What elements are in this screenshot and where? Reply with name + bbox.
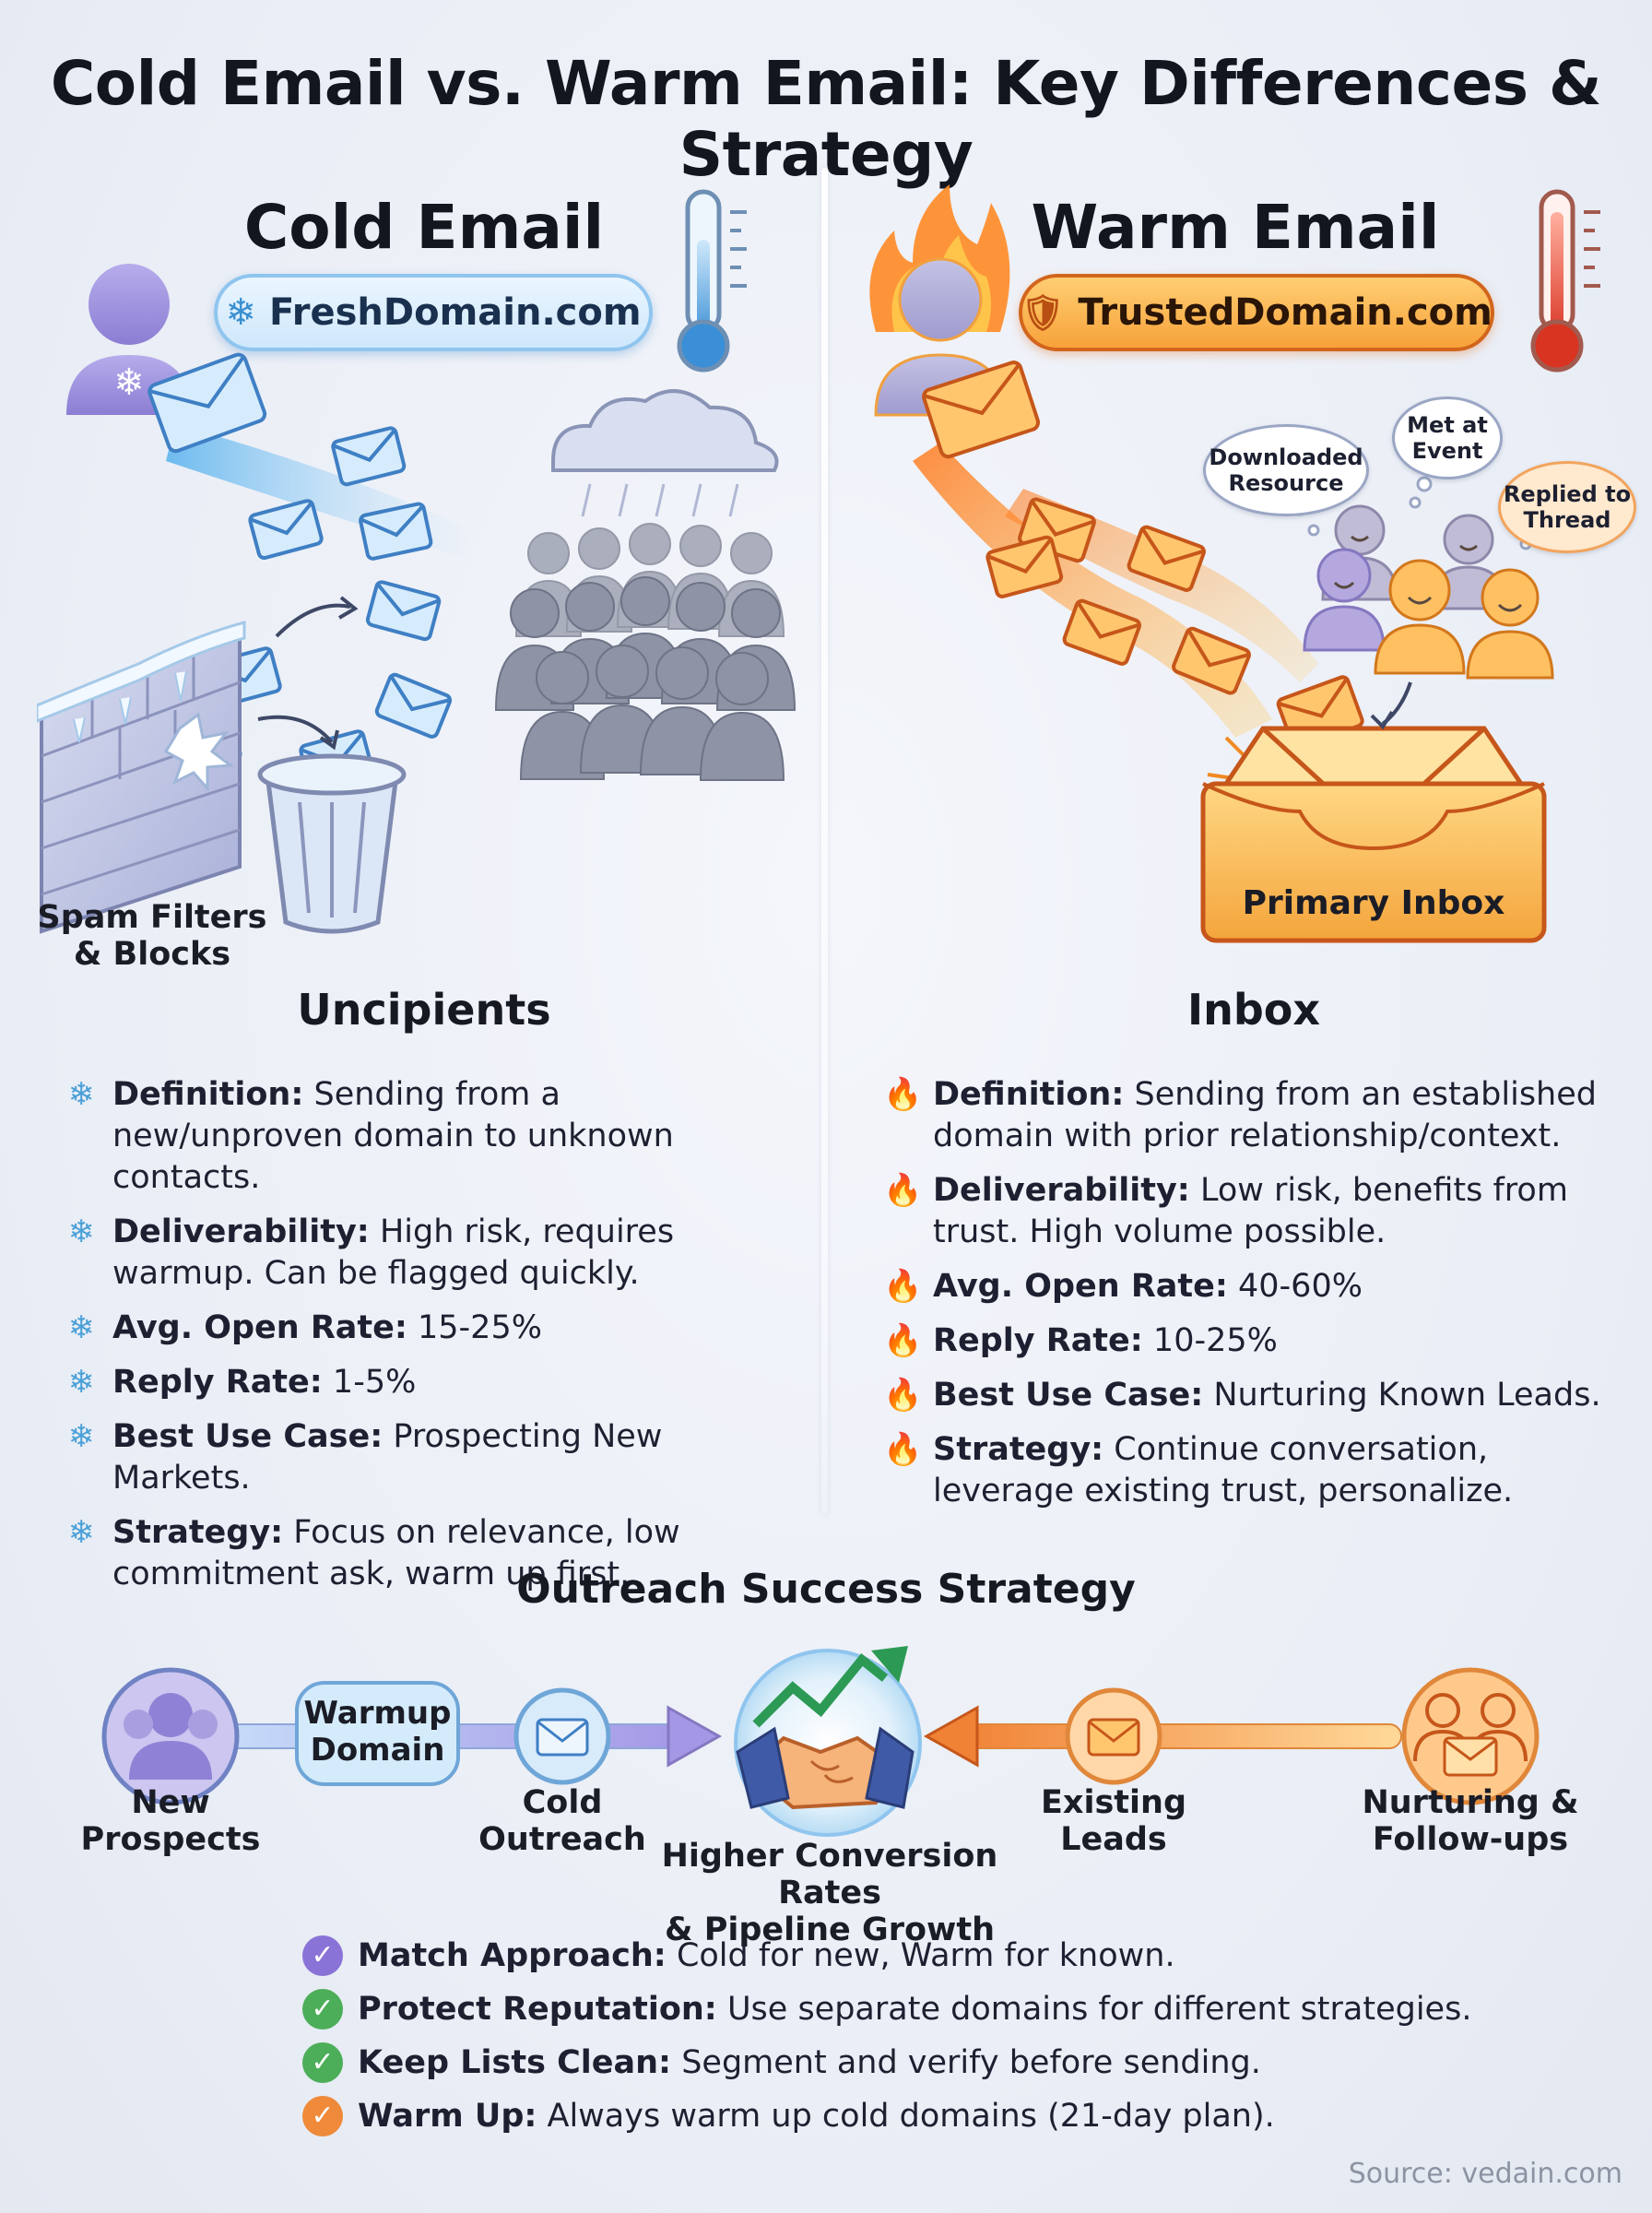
known-contacts-group <box>1303 504 1554 680</box>
handshake-growth-icon <box>734 1646 922 1837</box>
cold-outreach-label: Cold Outreach <box>478 1784 646 1858</box>
bubble-replied-to-thread: Replied to Thread <box>1498 461 1636 553</box>
warm-email-illustration <box>869 184 1600 943</box>
list-item: ❄Avg. Open Rate: 15-25% <box>63 1308 800 1349</box>
fire-icon: 🔥 <box>883 1076 923 1113</box>
spam-filters-label: Spam Filters & Blocks <box>37 899 267 973</box>
list-item: ❄Deliverability: High risk, requires war… <box>63 1212 800 1295</box>
bubble-downloaded-resource: Downloaded Resource <box>1203 424 1369 516</box>
list-item: ✓Warm Up: Always warm up cold domains (2… <box>302 2089 1501 2143</box>
list-item: ✓Protect Reputation: Use separate domain… <box>302 1982 1501 2036</box>
warm-domain-label: TrustedDomain.com <box>1078 291 1493 334</box>
strategy-title: Outreach Success Strategy <box>516 1566 1136 1613</box>
cloud-icon <box>551 389 779 517</box>
fire-icon: 🔥 <box>883 1268 923 1305</box>
list-item: ❄Best Use Case: Prospecting New Markets. <box>63 1416 800 1499</box>
warm-email-heading: Warm Email <box>1031 192 1440 263</box>
list-item: ✓Match Approach: Cold for new, Warm for … <box>302 1929 1501 1982</box>
cold-thermometer-icon <box>677 189 747 373</box>
strategy-checklist: ✓Match Approach: Cold for new, Warm for … <box>302 1929 1501 2143</box>
spam-wall-icon <box>37 621 246 934</box>
conversion-growth-label: Higher Conversion Rates & Pipeline Growt… <box>661 1838 998 1948</box>
fire-icon: 🔥 <box>883 1322 923 1359</box>
bubble-met-at-event: Met at Event <box>1392 396 1503 479</box>
snowflake-icon: ❄ <box>67 1076 95 1113</box>
check-icon: ✓ <box>302 2042 343 2083</box>
warmup-domain-label: Warmup Domain <box>303 1695 452 1769</box>
list-item: 🔥Definition: Sending from an established… <box>883 1076 1597 1154</box>
warm-thermometer-icon <box>1530 189 1600 373</box>
new-prospects-label: New Prospects <box>80 1784 261 1858</box>
snowflake-icon: ❄ <box>225 291 256 334</box>
list-item: 🔥Avg. Open Rate: 40-60% <box>883 1266 1630 1308</box>
cold-domain-label: FreshDomain.com <box>269 291 642 334</box>
list-item: ✓Keep Lists Clean: Segment and verify be… <box>302 2036 1501 2089</box>
list-item: ❄Strategy: Focus on relevance, low commi… <box>63 1512 800 1595</box>
existing-leads-label: Existing Leads <box>1040 1784 1186 1858</box>
snowflake-icon: ❄ <box>67 1309 95 1346</box>
list-item: 🔥Best Use Case: Nurturing Known Leads. <box>883 1375 1630 1416</box>
snowflake-icon: ❄ <box>67 1213 95 1250</box>
nurturing-node <box>1401 1667 1540 1805</box>
existing-leads-node <box>1065 1687 1162 1785</box>
fire-icon: 🔥 <box>883 1377 923 1414</box>
list-item: ❄Definition: Sending from a new/unproven… <box>63 1074 800 1199</box>
strategy-flow-diagram <box>101 1646 1540 1837</box>
page-title: Cold Email vs. Warm Email: Key Differenc… <box>50 48 1602 190</box>
cold-domain-pill: ❄ FreshDomain.com <box>214 274 653 351</box>
svg-text:❄: ❄ <box>113 361 145 404</box>
fire-icon: 🔥 <box>883 1172 923 1209</box>
unknown-recipients-crowd <box>494 523 796 781</box>
cold-outreach-node <box>513 1687 611 1785</box>
check-icon: ✓ <box>302 2096 343 2136</box>
list-item: 🔥Strategy: Continue conversation, levera… <box>883 1431 1514 1509</box>
source-credit: Source: vedain.com <box>1348 2158 1622 2190</box>
snowflake-icon: ❄ <box>67 1514 95 1551</box>
warm-envelope-icons <box>922 361 1364 750</box>
new-prospects-node <box>101 1667 240 1805</box>
list-item: ❄Reply Rate: 1-5% <box>63 1362 800 1403</box>
cold-section-label: Uncipients <box>297 985 551 1035</box>
nurturing-label: Nurturing & Follow-ups <box>1362 1784 1579 1858</box>
warm-section-label: Inbox <box>1186 985 1321 1035</box>
snowflake-icon: ❄ <box>67 1418 95 1455</box>
cold-email-heading: Cold Email <box>243 192 605 263</box>
warm-domain-pill: 🛡 TrustedDomain.com <box>1019 274 1494 351</box>
fire-icon: 🔥 <box>883 1431 923 1468</box>
check-icon: ✓ <box>302 1989 343 2030</box>
primary-inbox-icon <box>1200 726 1547 943</box>
check-icon: ✓ <box>302 1935 343 1976</box>
shield-check-icon: 🛡 <box>1021 291 1066 333</box>
snowflake-icon: ❄ <box>67 1364 95 1401</box>
cold-email-illustration: ❄ <box>37 189 796 934</box>
primary-inbox-label: Primary Inbox <box>1242 884 1505 922</box>
list-item: 🔥Deliverability: Low risk, benefits from… <box>883 1172 1568 1250</box>
list-item: 🔥Reply Rate: 10-25% <box>883 1320 1630 1362</box>
column-divider <box>821 168 828 1514</box>
trash-bin-icon <box>257 753 407 934</box>
cold-bullet-list: ❄Definition: Sending from a new/unproven… <box>63 1074 800 1608</box>
warm-bullet-list: 🔥Definition: Sending from an established… <box>883 1074 1630 1525</box>
